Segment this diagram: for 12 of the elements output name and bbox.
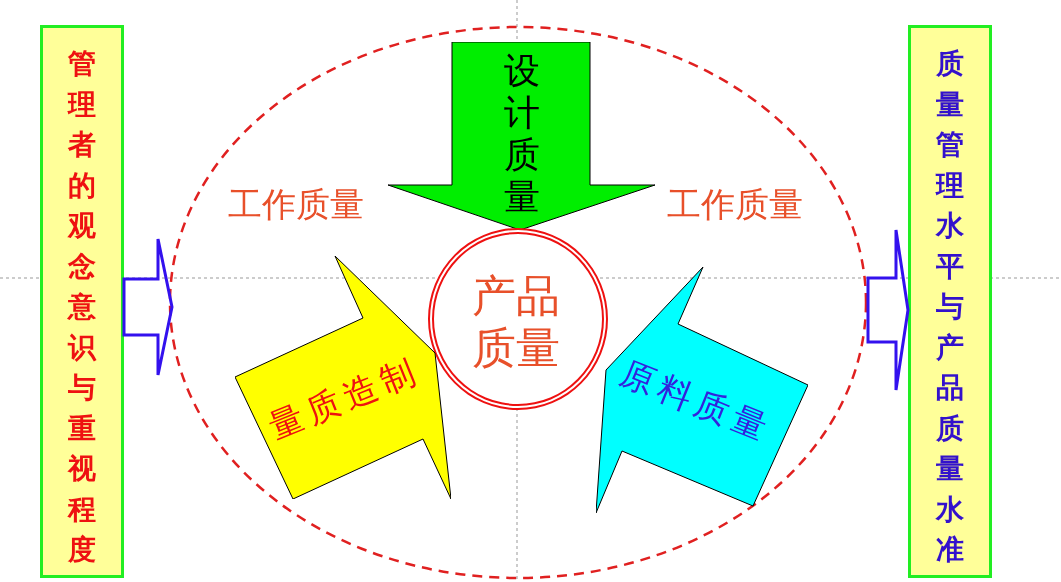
circle-label: 产品质量 [472, 270, 561, 374]
text-label: 工作质量 [667, 183, 803, 226]
vertical-text: 管理者的观念意识与重视程度 [67, 46, 97, 568]
vertical-text: 质量管理水平与产品质量水准 [935, 46, 965, 568]
arrow-label: 原料质量 [613, 351, 779, 452]
arrow-label: 量质造制 [262, 348, 428, 449]
text-panel [40, 25, 124, 578]
text-panel [908, 25, 992, 578]
text-label: 工作质量 [228, 183, 364, 226]
hollow-arrow [122, 237, 174, 377]
arrow-label: 设计质量 [503, 50, 541, 218]
hollow-arrow [866, 228, 910, 392]
